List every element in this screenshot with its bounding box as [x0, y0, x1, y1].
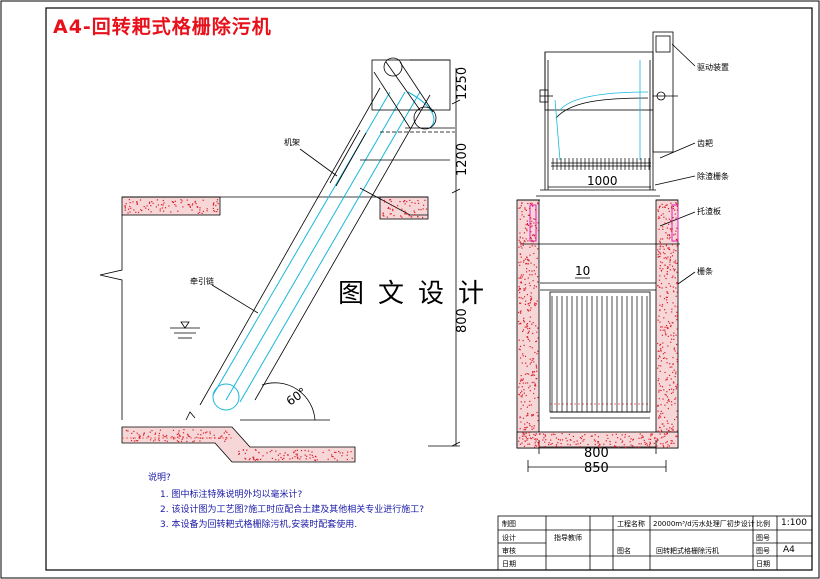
- inclined-frame: [212, 91, 435, 411]
- tb-r4-a: 日期: [502, 560, 516, 568]
- watermark: 图文设计: [338, 279, 499, 309]
- tb-r2-d: 图号: [756, 534, 770, 542]
- dim-10: 10: [575, 264, 590, 278]
- note-1: 1. 图中标注特殊说明外均以毫米计?: [160, 490, 303, 500]
- drawing-title: A4-回转耙式格栅除污机: [53, 16, 272, 38]
- teeth-ticks: [552, 158, 650, 170]
- dim-1200: 1200: [455, 143, 470, 176]
- channel-floor: [121, 426, 356, 463]
- angle-60: 60°: [284, 385, 309, 409]
- note-3: 3. 本设备为回转耙式格栅除污机,安装时配套使用.: [160, 520, 358, 530]
- dim-1250: 1250: [455, 67, 470, 100]
- grate-bars: [551, 296, 648, 412]
- tb-r3-e: A4: [783, 545, 795, 555]
- tb-r3-d: 图号: [756, 547, 770, 555]
- chain-label: 牵引链: [190, 276, 214, 286]
- tb-r1-a: 制图: [502, 520, 516, 528]
- side-view: [99, 57, 461, 463]
- inner-border: [45, 7, 813, 571]
- tb-r3-a: 审核: [502, 547, 516, 555]
- dim-850: 850: [584, 461, 609, 476]
- dim-800-left: 800: [455, 308, 470, 333]
- plate-label: 托渣板: [697, 206, 721, 216]
- dim-1000: 1000: [587, 174, 618, 188]
- grate-label: 除渣栅条: [697, 171, 729, 181]
- dim-800-right: 800: [584, 446, 609, 461]
- note-2: 2. 该设计图为工艺图?施工时应配合土建及其他相关专业进行施工?: [160, 505, 425, 515]
- tb-r1-d: 比例: [756, 520, 770, 528]
- concrete-speckle: [124, 199, 679, 462]
- title-block: [497, 515, 813, 571]
- tb-r1-e: 1:100: [781, 518, 807, 528]
- bars-label: 栅条: [697, 266, 713, 276]
- frame-label: 机架: [284, 137, 300, 147]
- tb-r1-c: 20000m³/d污水处理厂初步设计: [653, 520, 755, 528]
- drive-label: 驱动装置: [697, 62, 729, 72]
- tb-r1-b: 工程名称: [617, 520, 645, 528]
- tb-r3-c: 回转耙式格栅除污机: [656, 547, 719, 555]
- tb-r4-d: 日期: [756, 560, 770, 568]
- tb-r2-b: 指导教师: [554, 534, 582, 542]
- tb-r3-b: 图名: [617, 547, 631, 555]
- front-view: [516, 31, 696, 472]
- tb-r2-a: 设计: [502, 534, 516, 542]
- notes-heading: 说明?: [148, 473, 171, 483]
- rake-label: 齿耙: [697, 139, 713, 148]
